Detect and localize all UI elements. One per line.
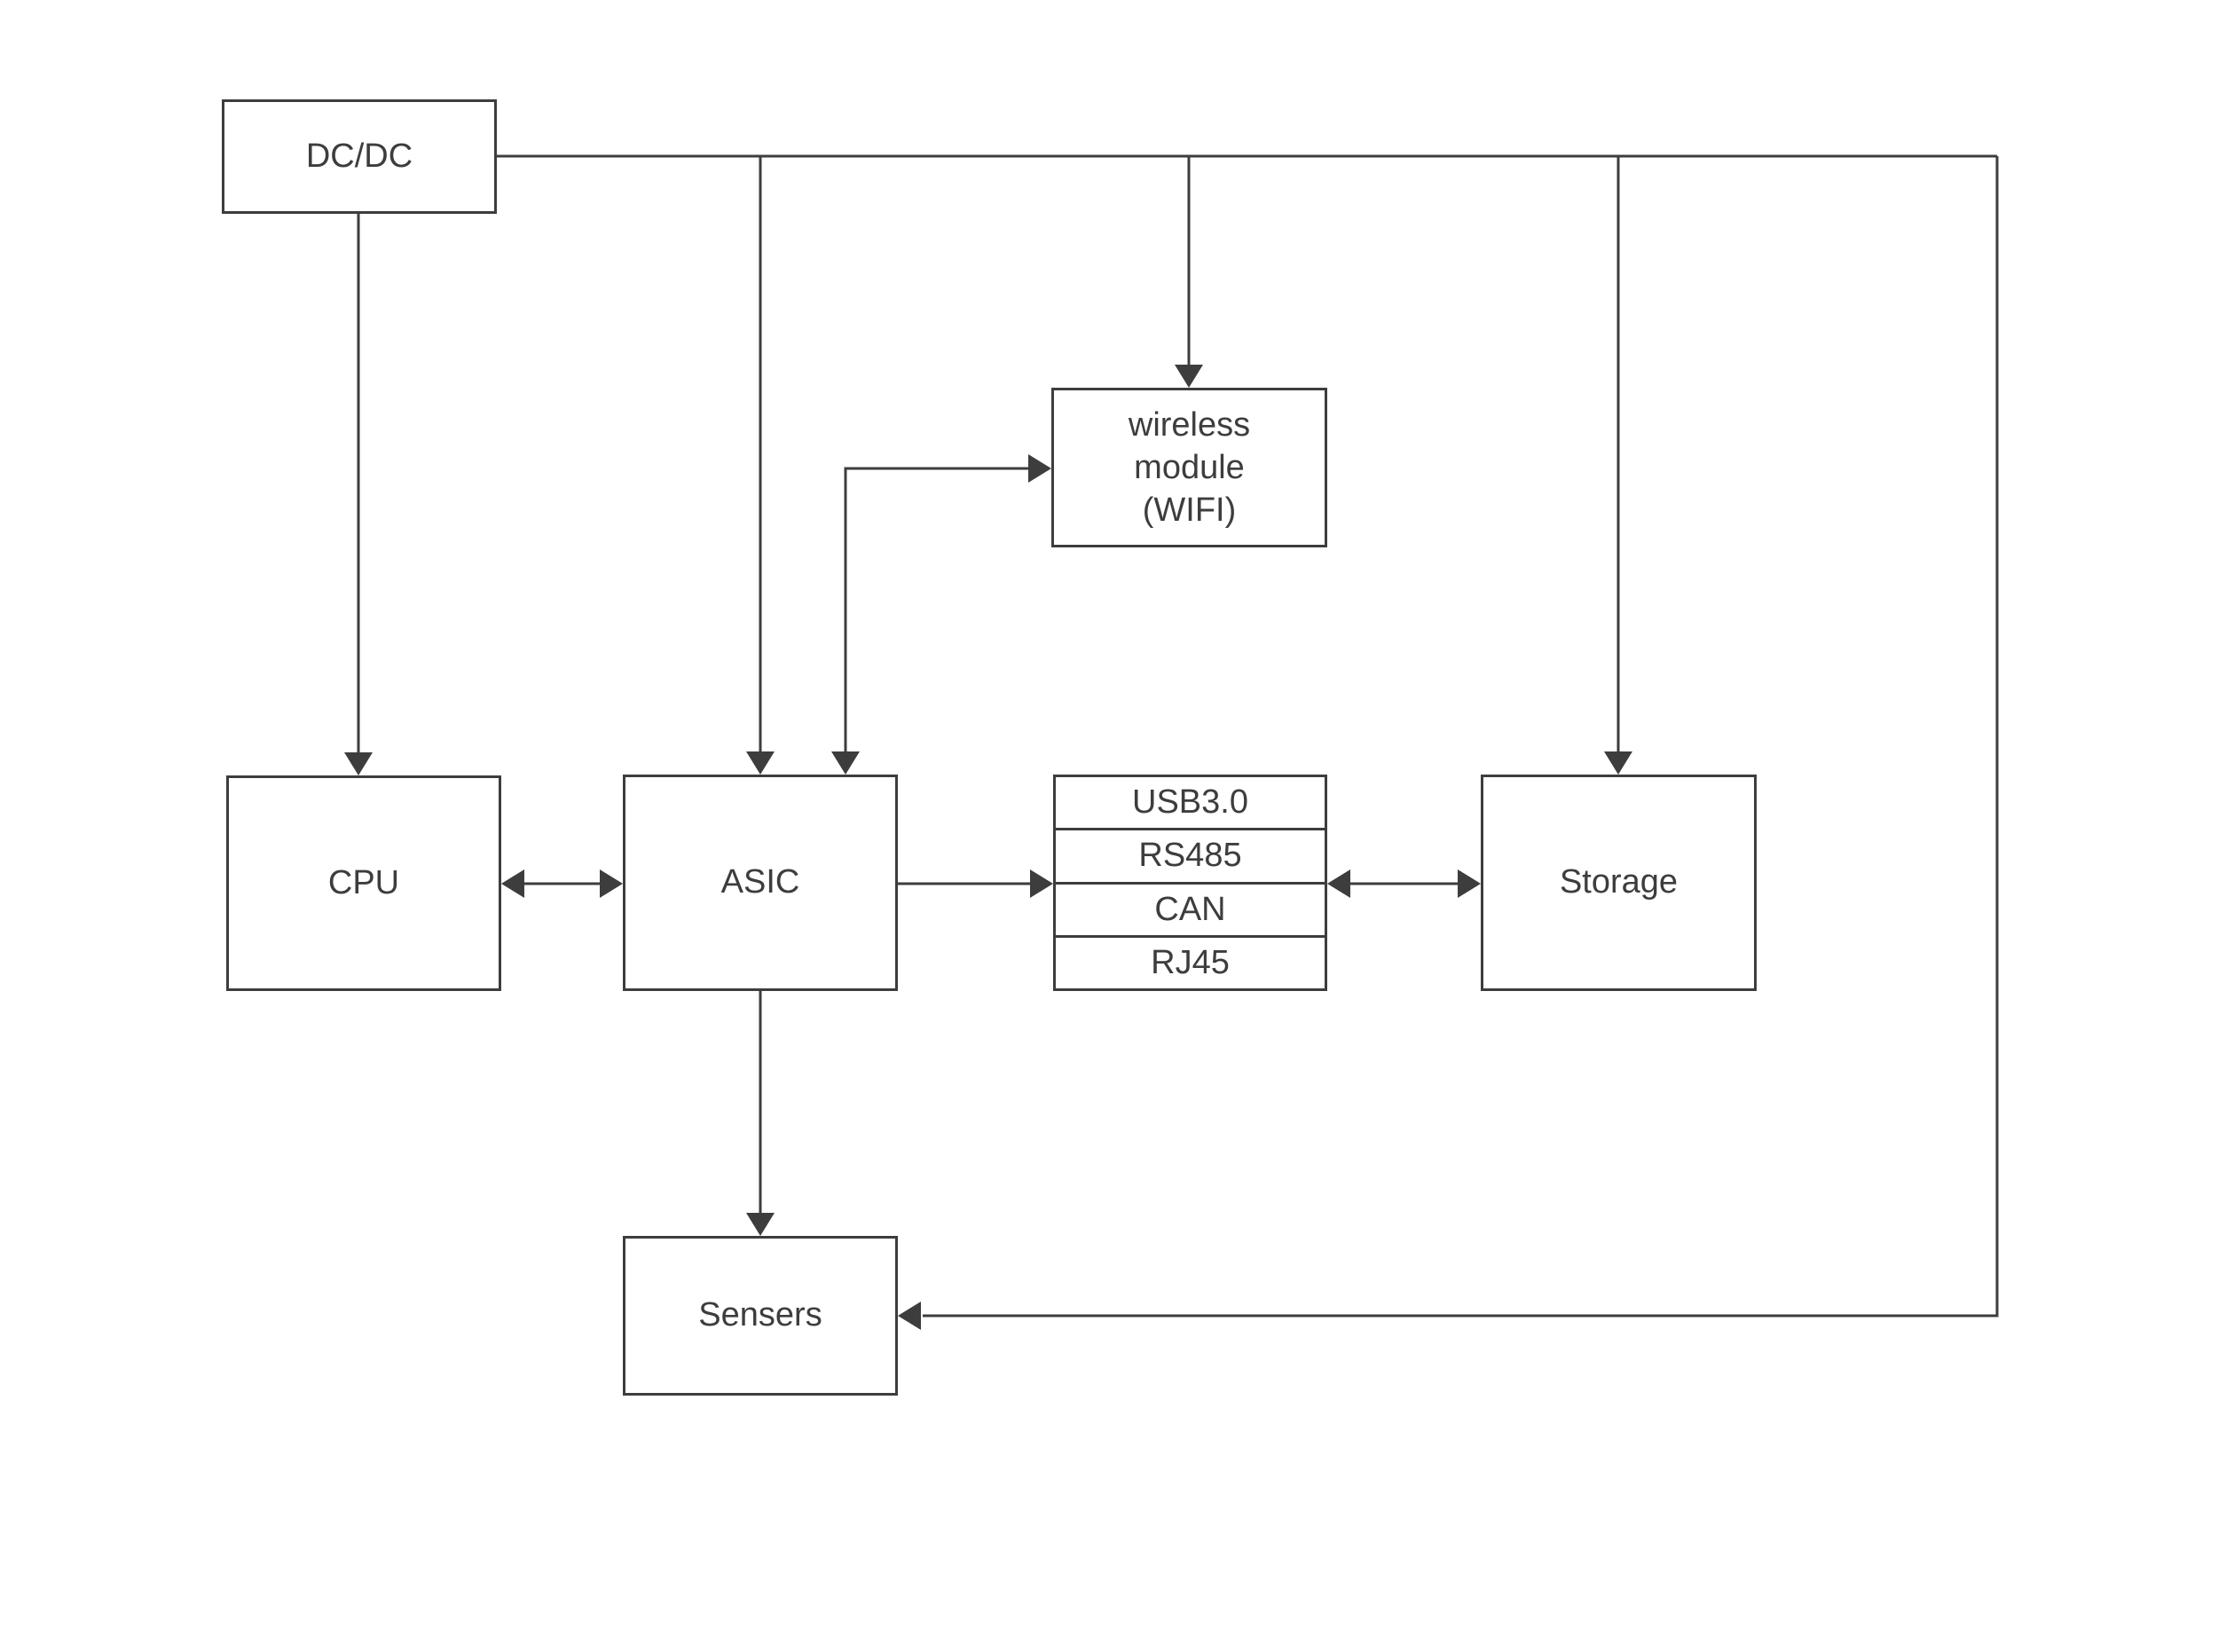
node-wireless-module-label-line3: (WIFI) <box>1142 492 1237 529</box>
node-wireless-module-label-line2: module <box>1134 449 1245 486</box>
interface-row-rj45: RJ45 <box>1056 938 1325 988</box>
edge-bus-to-sensors-line <box>923 156 1999 1318</box>
node-dcdc: DC/DC <box>222 99 497 214</box>
node-cpu-label: CPU <box>327 863 400 901</box>
arrowhead-into-interfaces-right <box>1327 869 1350 898</box>
node-sensors-label: Sensers <box>698 1296 822 1334</box>
node-storage-label: Storage <box>1559 863 1679 901</box>
node-asic: ASIC <box>623 775 898 991</box>
interface-row-usb: USB3.0 <box>1056 777 1325 831</box>
arrowhead-into-sensors-top <box>746 1213 775 1236</box>
node-cpu: CPU <box>226 775 501 991</box>
arrowhead-into-wireless-left <box>1028 454 1051 483</box>
node-wireless-module-label-line1: wireless <box>1128 406 1251 444</box>
interface-row-can-label: CAN <box>1154 890 1226 928</box>
arrowhead-into-wireless-top <box>1175 365 1203 388</box>
edge-asic-wireless-l-line <box>844 467 1030 753</box>
node-asic-label: ASIC <box>720 863 800 901</box>
arrowhead-into-cpu-top <box>344 752 373 775</box>
node-storage: Storage <box>1481 775 1757 991</box>
arrowhead-into-storage-top <box>1604 751 1632 775</box>
interface-row-can: CAN <box>1056 885 1325 938</box>
arrowhead-into-storage-left <box>1458 869 1481 898</box>
arrowhead-into-interfaces-left <box>1030 869 1053 898</box>
node-interfaces-stack: USB3.0 RS485 CAN RJ45 <box>1053 775 1327 991</box>
interface-row-rs485-label: RS485 <box>1138 837 1242 875</box>
arrowhead-into-asic-top-power <box>746 751 775 775</box>
node-wireless-module: wireless module (WIFI) <box>1051 388 1327 547</box>
interface-row-usb-label: USB3.0 <box>1132 783 1248 822</box>
arrowhead-into-sensors-right <box>898 1302 921 1330</box>
arrowhead-into-cpu-right <box>501 869 524 898</box>
node-sensors: Sensers <box>623 1236 898 1396</box>
interface-row-rj45-label: RJ45 <box>1151 943 1230 981</box>
arrowhead-into-asic-top-wireless <box>831 751 860 775</box>
interface-row-rs485: RS485 <box>1056 830 1325 885</box>
arrowhead-into-asic-left <box>600 869 623 898</box>
node-dcdc-label: DC/DC <box>305 137 413 175</box>
